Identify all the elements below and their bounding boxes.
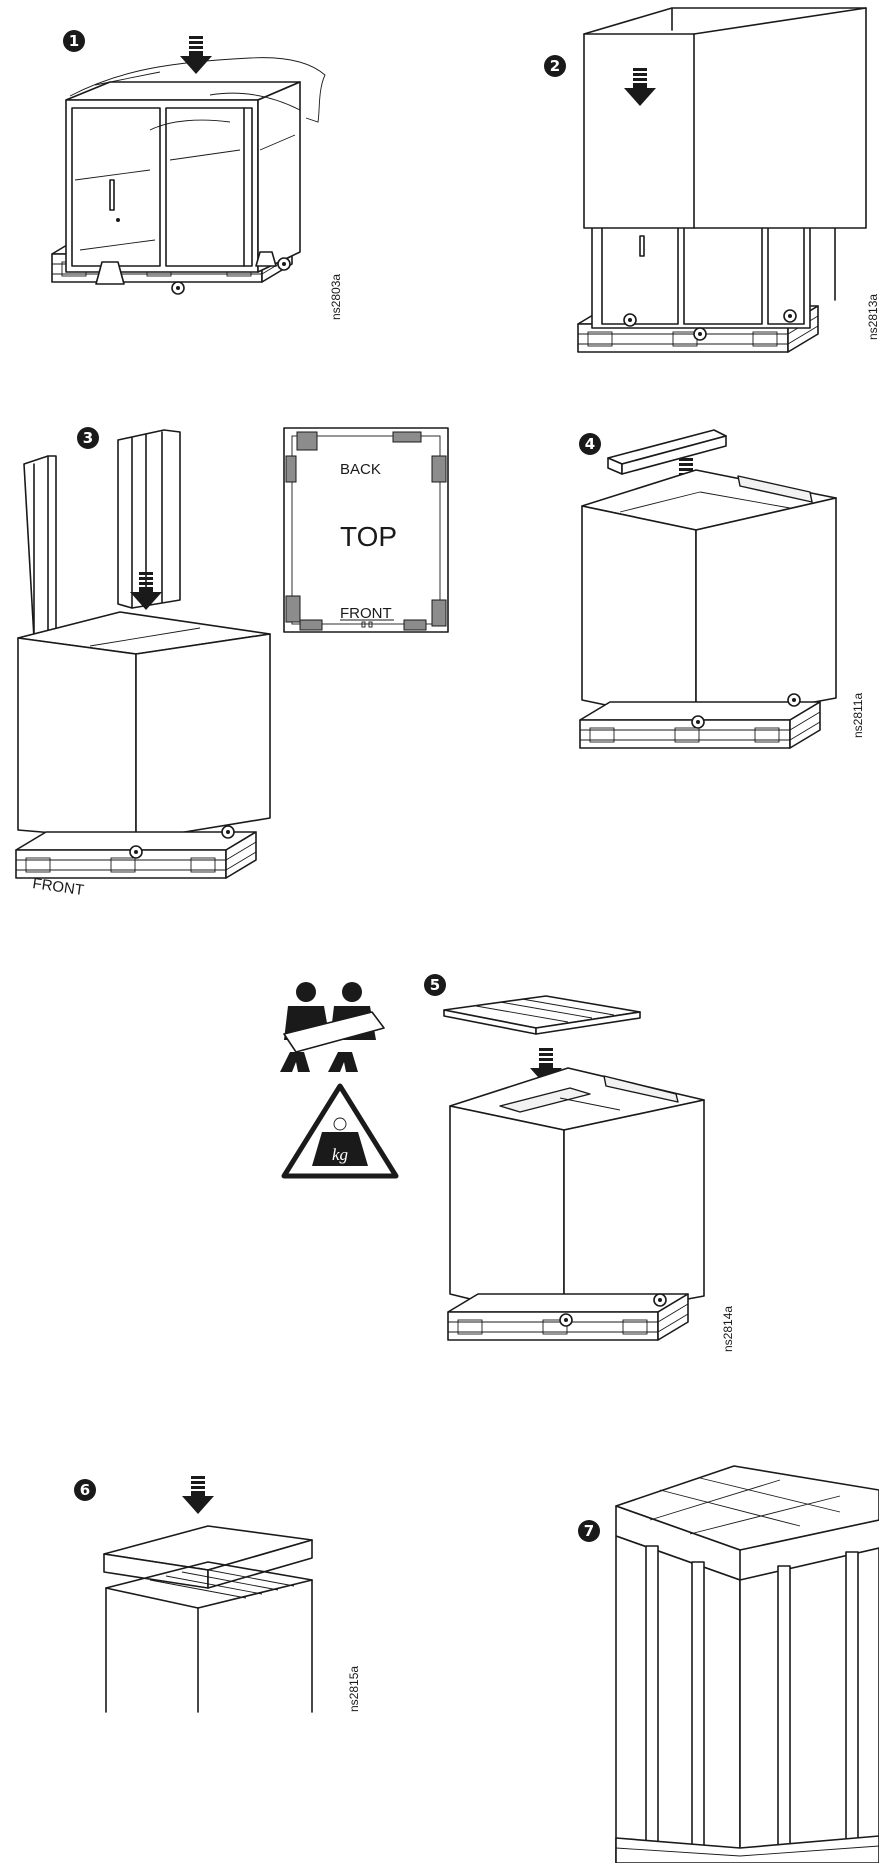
svg-text:3: 3 [83,429,93,447]
step-5-caster [654,1294,666,1306]
step-6-carton [106,1562,312,1712]
step-6-badge: 6 [74,1479,96,1501]
step-1-code: ns2803a [329,274,343,320]
step-1-badge: 1 [63,30,85,52]
step-2-carton-sleeve [584,8,866,228]
corner-piece [286,456,296,482]
step-4-top-cap-piece [608,430,726,474]
step-3-corner-posts-stack [118,430,180,608]
step-5-top-pallet [444,996,640,1034]
svg-text:7: 7 [584,1522,594,1540]
svg-text:kg: kg [332,1145,348,1164]
step-3-corner-post [24,456,56,638]
svg-text:6: 6 [80,1481,90,1499]
top-orientation-diagram: BACK TOP FRONT [284,428,448,632]
step-2-caster [624,314,636,326]
corner-piece [432,456,446,482]
step-5-code: ns2814a [721,1306,735,1352]
step-2-group: 2 ns2813a [544,8,879,352]
top-label: TOP [340,521,397,552]
svg-text:5: 5 [430,976,440,994]
step-1-down-arrow [180,36,212,74]
step-3-badge: 3 [77,427,99,449]
step-3-caster [222,826,234,838]
step-4-badge: 4 [579,433,601,455]
corner-piece [297,432,317,450]
step-3-carton [18,612,270,840]
corner-piece [432,600,446,626]
step-4-code: ns2811a [851,693,865,738]
step-6-carton-lid [104,1526,312,1588]
step-2-caster [784,310,796,322]
step-7-badge: 7 [578,1520,600,1542]
step-2-caster [694,328,706,340]
step-5-group: 5 ns2814a [424,974,735,1352]
heavy-weight-warning-icon: kg [284,1086,396,1176]
step-2-badge: 2 [544,55,566,77]
step-5-carton [450,1068,704,1322]
step-1-rack-cabinet [66,82,300,272]
two-person-lift-icon [280,982,384,1072]
step-4-caster [788,694,800,706]
corner-piece [300,620,322,630]
step-2-code: ns2813a [866,294,879,340]
step-4-group: 4 ns2811a [579,430,865,748]
corner-piece [286,596,300,622]
step-4-caster [692,716,704,728]
step-7-group: 7 [578,1466,879,1863]
front-label-top-view: FRONT [340,605,392,622]
back-label: BACK [340,461,381,478]
step-1-group: 1 ns2803a [52,30,343,320]
step-6-down-arrow [182,1476,214,1514]
corner-piece [404,620,426,630]
corner-piece [393,432,421,442]
step-5-caster [560,1314,572,1326]
step-4-carton [582,470,836,724]
svg-text:1: 1 [69,32,79,50]
step-5-badge: 5 [424,974,446,996]
step-6-group: 6 ns2815a [74,1476,361,1712]
step-1-caster [278,258,290,270]
step-3-group: 3 FRONT [16,427,270,899]
step-1-leveler-foot [256,252,276,266]
svg-text:2: 2 [550,57,560,75]
svg-text:4: 4 [585,435,595,453]
step-3-caster [130,846,142,858]
step-6-code: ns2815a [347,1666,361,1712]
step-1-caster [172,282,184,294]
